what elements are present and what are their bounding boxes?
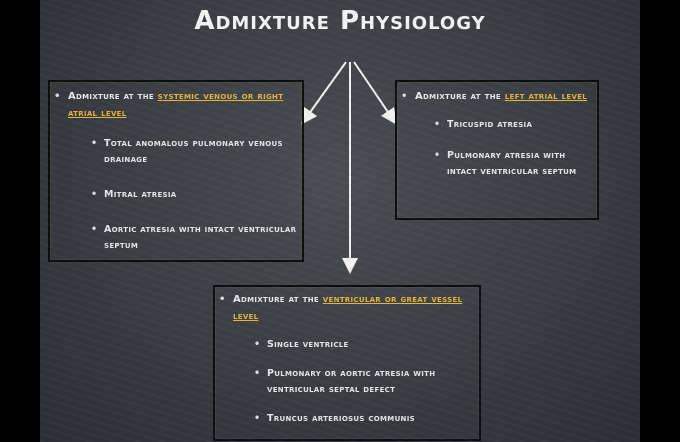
list-item: Mitral atresia [91,187,302,203]
list-item: Pulmonary atresia with intact ventricula… [434,148,597,180]
arrow-to-systemic [301,61,347,125]
list-item: Total anomalous pulmonary venous drainag… [91,136,302,168]
list-item: Tricuspid atresia [434,117,597,133]
list-item: Pulmonary or aortic atresia with ventric… [254,366,479,398]
heading-prefix: Admixture at the [415,91,505,102]
list-item: Truncus arteriosus communis [254,411,479,427]
heading-prefix: Admixture at the [68,91,158,102]
arrow-to-left-atrial [353,61,397,125]
heading-highlight: left atrial level [504,91,588,102]
slide: Admixture Physiology Admixture at the sy… [40,0,640,442]
heading-prefix: Admixture at the [233,294,323,305]
box-ventricular-heading: Admixture at the ventricular or great ve… [215,291,473,325]
box-systemic-venous: Admixture at the systemic venous or righ… [48,80,304,262]
box-systemic-heading: Admixture at the systemic venous or righ… [50,88,296,122]
heading-highlight: ventricular or great vessel level [233,294,463,322]
box-left-atrial-heading: Admixture at the left atrial level [397,88,591,105]
slide-title: Admixture Physiology [194,6,486,36]
list-item: Aortic atresia with intact ventricular s… [91,222,302,254]
list-item: Single ventricle [254,337,479,353]
box-left-atrial: Admixture at the left atrial level Tricu… [395,80,599,220]
arrows-diagram [301,61,397,274]
box-ventricular: Admixture at the ventricular or great ve… [213,285,481,441]
heading-highlight: systemic venous or right atrial level [68,91,284,119]
